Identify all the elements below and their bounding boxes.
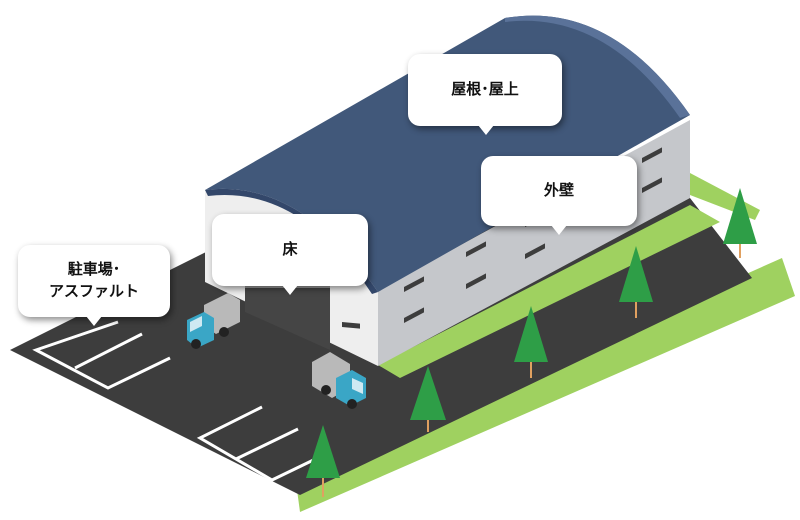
parking-space-icon — [196, 405, 331, 482]
roof-front-edge — [205, 188, 378, 294]
parking-space-icon — [32, 320, 171, 390]
roof-label: 屋根･屋上 — [451, 80, 519, 99]
roof-callout: 屋根･屋上 — [408, 54, 562, 135]
parking-label-line2: アスファルト — [48, 282, 139, 300]
parking-label-line1: 駐車場･ — [67, 260, 121, 279]
exterior-wall-label: 外壁 — [543, 181, 574, 200]
tree-icon — [619, 246, 653, 318]
tree-icon — [410, 366, 446, 432]
roof-highlight — [505, 15, 690, 118]
tree-icon — [514, 306, 548, 378]
tree-icon — [306, 425, 340, 497]
grass-edge — [378, 205, 720, 378]
floor-label: 床 — [282, 240, 298, 259]
tree-icon — [723, 188, 757, 258]
loading-door — [245, 285, 330, 350]
grass-strip — [295, 258, 795, 512]
truck-icon — [312, 352, 366, 409]
truck-icon — [187, 293, 240, 349]
exterior-wall-callout: 外壁 — [481, 156, 637, 235]
floor-callout: 床 — [212, 214, 368, 295]
parking-asphalt-callout: 駐車場･ アスファルト — [18, 245, 170, 326]
